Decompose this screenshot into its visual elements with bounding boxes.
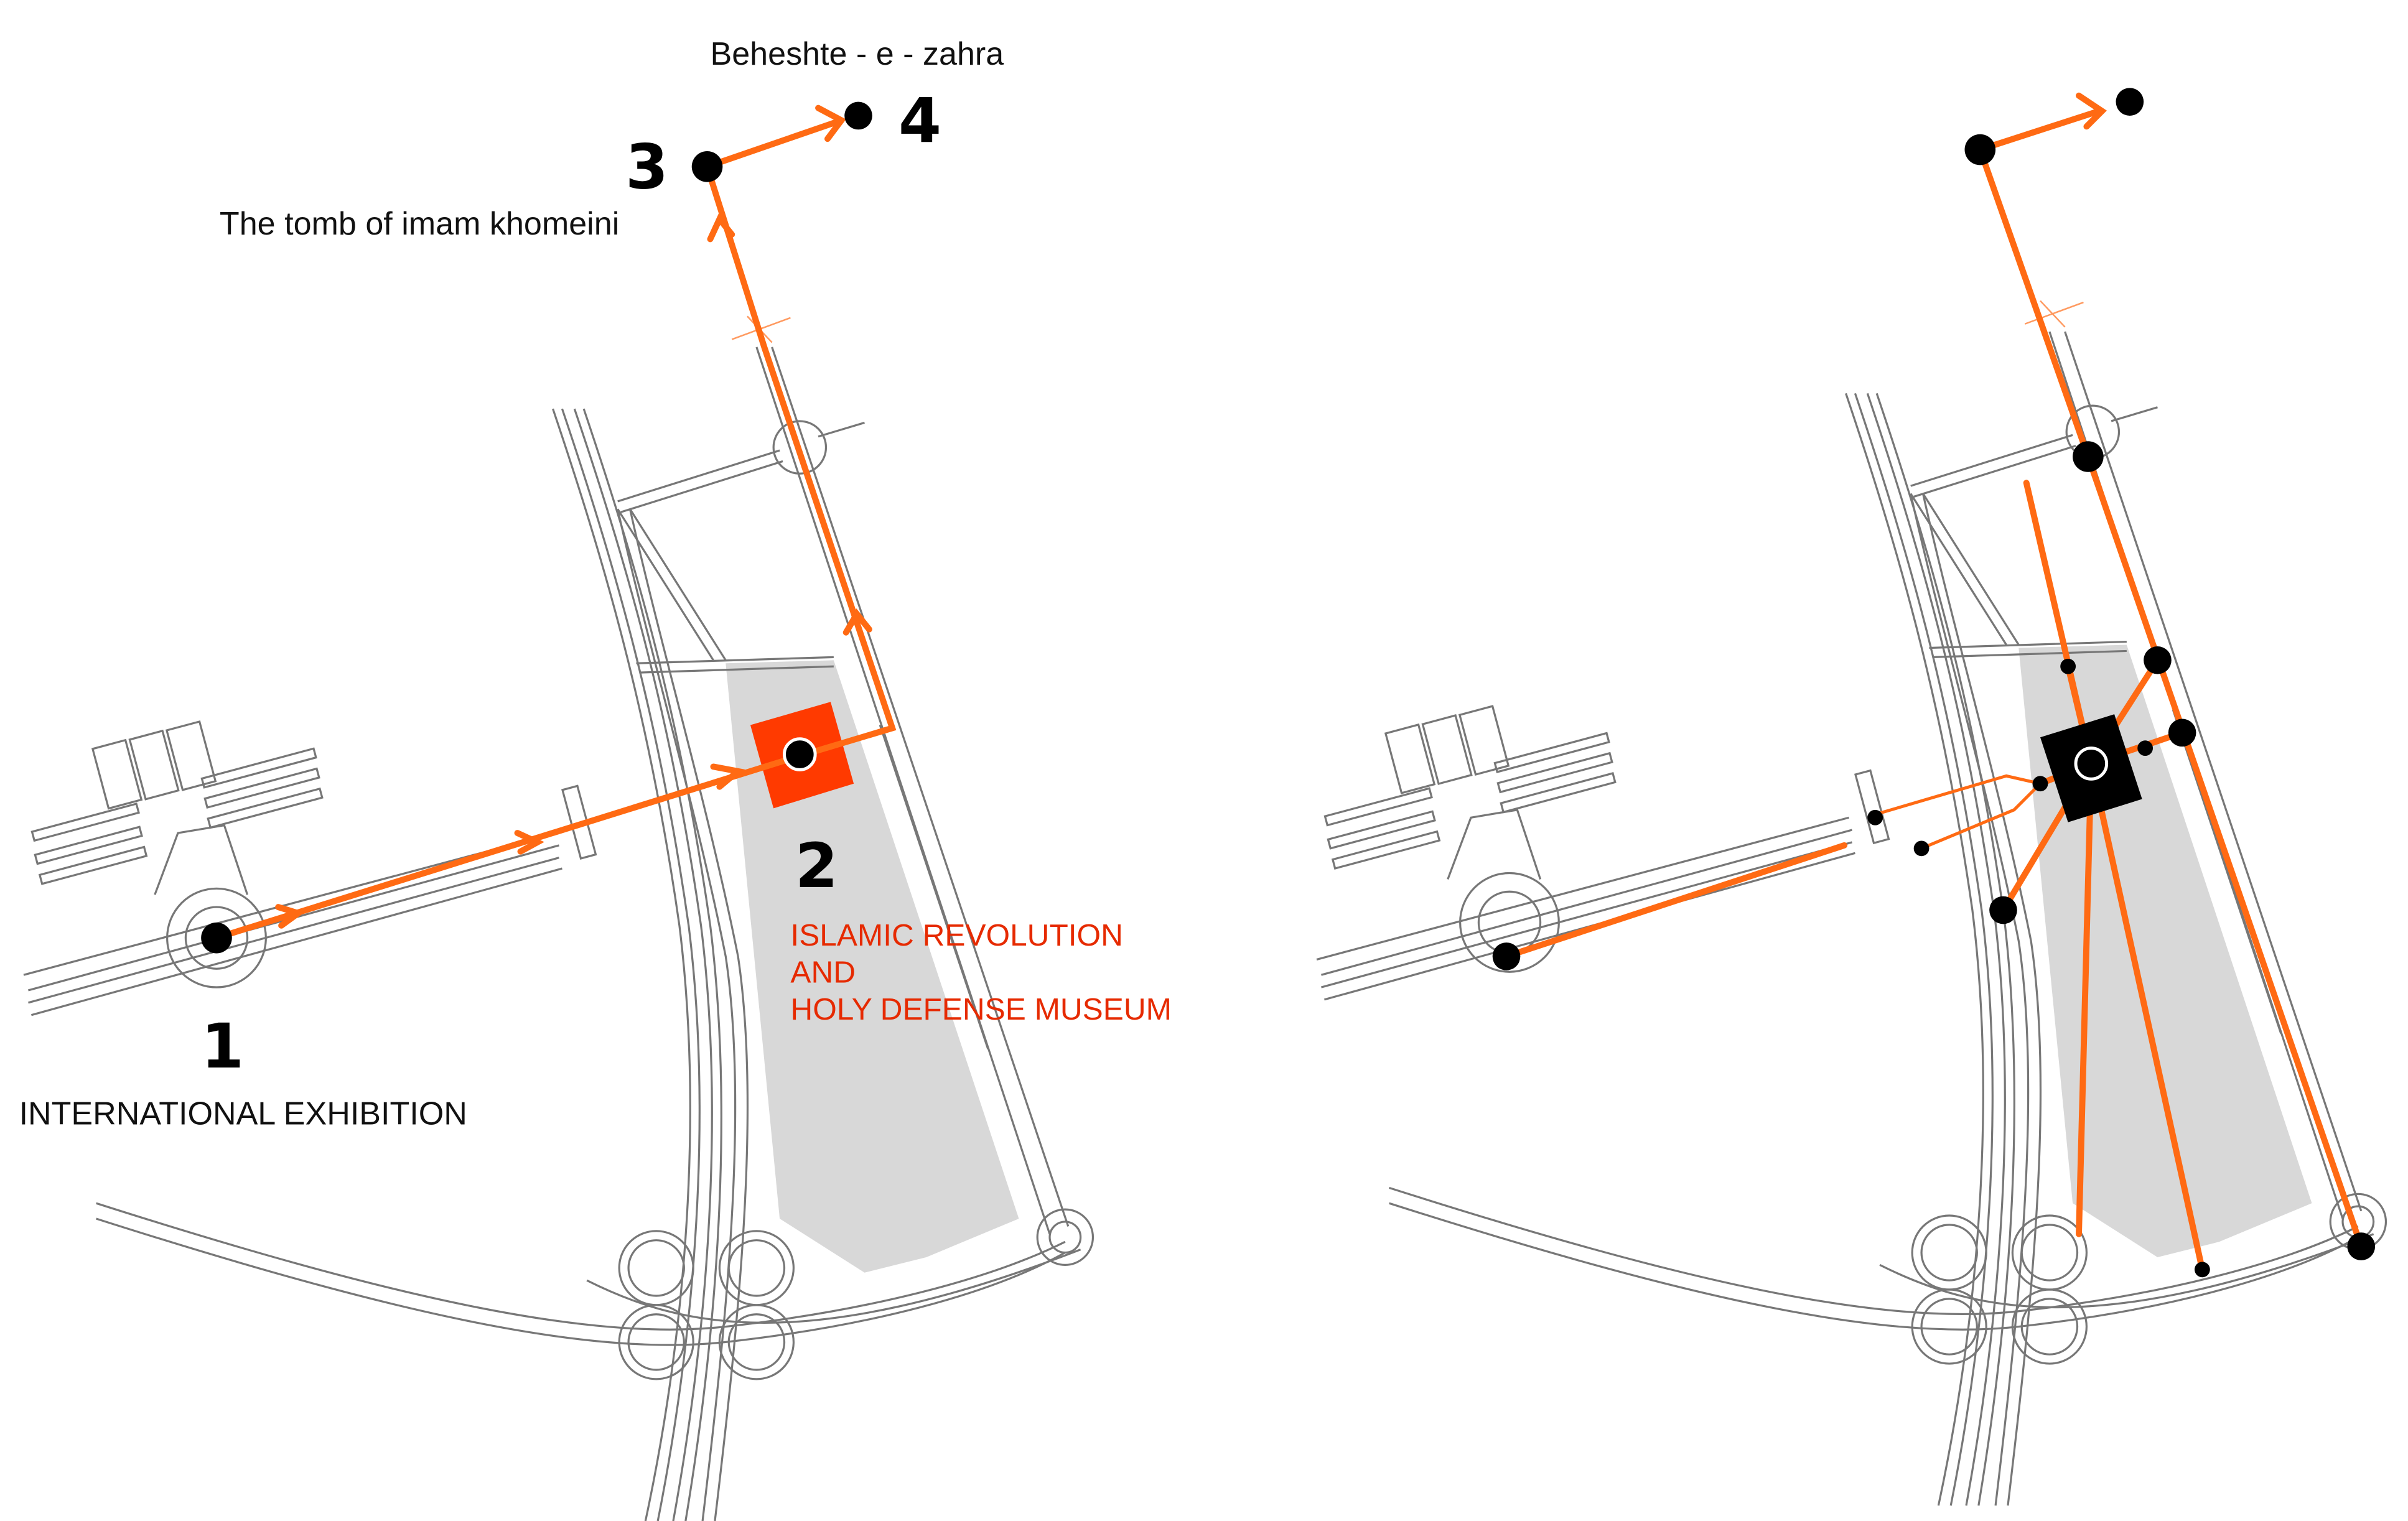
route-arrow	[275, 105, 872, 929]
route-line	[213, 117, 897, 941]
network-nodes	[1492, 88, 2376, 1278]
node-2-number: 2	[795, 830, 838, 902]
node-4-number: 4	[898, 85, 941, 157]
base-map-copy	[1315, 299, 2387, 1507]
node-3-dot	[691, 151, 723, 182]
right-panel-network-map	[1315, 88, 2387, 1507]
node-2-label-line2: AND	[790, 955, 856, 990]
node-2-label-line1: ISLAMIC REVOLUTION	[790, 918, 1122, 952]
node-4-label: Beheshte - e - zahra	[710, 36, 1004, 72]
node-4-dot	[844, 101, 872, 130]
node-2-label-line3: HOLY DEFENSE MUSEUM	[790, 992, 1172, 1026]
node-1-dot	[201, 922, 232, 954]
node-3-label: The tomb of imam khomeini	[220, 206, 619, 242]
left-panel-route-map: 1 INTERNATIONAL EXHIBITION 2 ISLAMIC REV…	[19, 36, 1172, 1521]
node-1-number: 1	[201, 1011, 244, 1082]
route-arrow	[2076, 92, 2107, 130]
branch-lines	[1874, 774, 2042, 850]
node-1-label: INTERNATIONAL EXHIBITION	[19, 1096, 467, 1132]
node-2-dot	[783, 737, 817, 771]
node-3-number: 3	[625, 132, 668, 203]
